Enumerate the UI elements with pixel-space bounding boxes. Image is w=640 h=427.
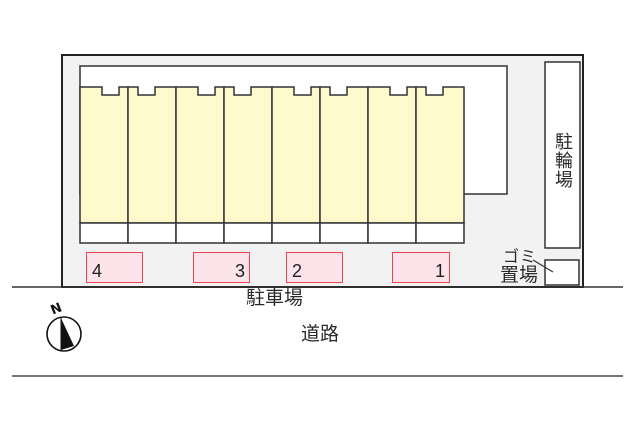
- garbage-label-line2: 置場: [500, 264, 539, 286]
- unit: [79, 86, 129, 224]
- unit-entrance: [79, 222, 129, 244]
- unit: [127, 86, 177, 224]
- unit-entrance: [127, 222, 177, 244]
- unit: [223, 86, 273, 224]
- unit-entrance: [271, 222, 321, 244]
- unit: [367, 86, 417, 224]
- unit-entrance-strips: [79, 222, 465, 244]
- unit-entrance: [367, 222, 417, 244]
- parking-spot-1: 1: [392, 252, 450, 283]
- unit-entrance: [223, 222, 273, 244]
- unit-entrance: [415, 222, 465, 244]
- unit: [319, 86, 369, 224]
- garbage-leader-line: [532, 259, 554, 273]
- compass-icon: [46, 316, 82, 352]
- road-label: 道路: [301, 323, 340, 345]
- bicycle-parking-area: [544, 61, 581, 249]
- parking-spot-2: 2: [286, 252, 343, 283]
- building-units: [79, 86, 465, 224]
- garbage-label-line1: ゴミ: [503, 247, 538, 266]
- unit: [175, 86, 225, 224]
- unit: [271, 86, 321, 224]
- parking-spot-3: 3: [193, 252, 250, 283]
- unit: [415, 86, 465, 224]
- unit-entrance: [175, 222, 225, 244]
- parking-label: 駐車場: [246, 287, 304, 309]
- parking-spot-4: 4: [86, 252, 143, 283]
- unit-entrance: [319, 222, 369, 244]
- bicycle-parking-label: 駐輪場: [552, 132, 573, 189]
- garbage-area: [544, 259, 580, 286]
